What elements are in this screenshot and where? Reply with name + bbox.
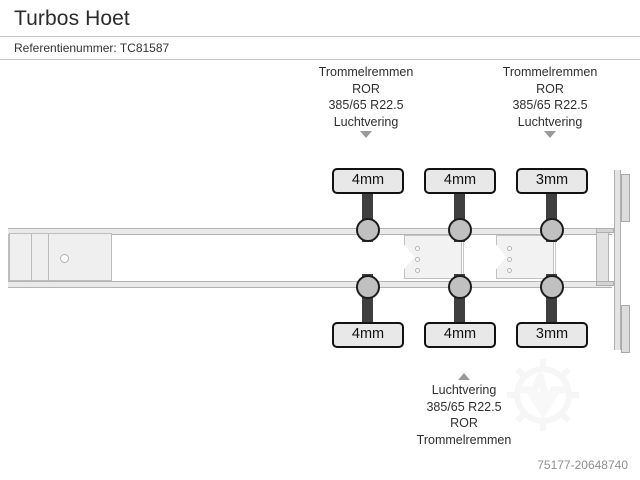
arrow-up-icon bbox=[458, 373, 470, 380]
axle-bar-upper bbox=[546, 176, 557, 242]
tread-depth-badge-bottom: 4mm bbox=[332, 322, 404, 348]
header-divider-top bbox=[0, 36, 640, 37]
wheel-hub bbox=[540, 218, 564, 242]
arrow-down-icon bbox=[544, 131, 556, 138]
callout-top-right-line3: 385/65 R22.5 bbox=[512, 98, 588, 112]
wheel-hub bbox=[448, 218, 472, 242]
callout-top-left-line2: ROR bbox=[352, 81, 380, 96]
callout-top-right-line1: Trommelremmen bbox=[502, 65, 598, 79]
wheel-hub bbox=[540, 275, 564, 299]
callout-top-left-line4: Luchtvering bbox=[333, 114, 399, 129]
suspension-holes bbox=[415, 246, 421, 279]
arrow-down-icon bbox=[360, 131, 372, 138]
suspension-hole bbox=[507, 268, 512, 273]
callout-top-left: Trommelremmen ROR 385/65 R22.5 Luchtveri… bbox=[296, 64, 436, 138]
kingpin-divider bbox=[48, 234, 49, 282]
trailer-diagram: 4mm 4mm 4mm 4mm 3mm 3mm bbox=[0, 150, 640, 370]
chassis-rail-bottom bbox=[8, 281, 612, 288]
rear-bumper-top bbox=[621, 174, 630, 222]
page-title: Turbos Hoet bbox=[14, 7, 130, 30]
chassis-rail-top bbox=[8, 228, 612, 235]
axle-bar-lower bbox=[454, 274, 465, 340]
callout-top-right: Trommelremmen ROR 385/65 R22.5 Luchtveri… bbox=[480, 64, 620, 138]
suspension-hole bbox=[415, 257, 420, 262]
kingpin-circle-icon bbox=[60, 254, 69, 263]
suspension-hole bbox=[415, 268, 420, 273]
rear-tab bbox=[596, 228, 614, 233]
suspension-hole bbox=[415, 246, 420, 251]
suspension-hole bbox=[507, 257, 512, 262]
wheel-hub bbox=[356, 218, 380, 242]
suspension-notch bbox=[434, 235, 464, 279]
header-divider-bottom bbox=[0, 59, 640, 60]
axle-bar-upper bbox=[362, 176, 373, 242]
callout-top-left-line1: Trommelremmen bbox=[318, 65, 414, 79]
reference-number: Referentienummer: TC81587 bbox=[14, 41, 170, 55]
wheel-hub bbox=[356, 275, 380, 299]
rear-post bbox=[614, 170, 621, 350]
rear-tab bbox=[596, 281, 614, 286]
kingpin-plate bbox=[9, 233, 112, 282]
listing-id: 75177-20648740 bbox=[537, 458, 628, 472]
callout-bottom-line3: ROR bbox=[450, 416, 478, 430]
tread-depth-badge-bottom: 3mm bbox=[516, 322, 588, 348]
rear-bumper-bottom bbox=[621, 305, 630, 353]
callout-top-left-line3: 385/65 R22.5 bbox=[328, 98, 404, 112]
callout-bottom-line1: Luchtvering bbox=[431, 383, 497, 397]
callout-top-right-line4: Luchtvering bbox=[517, 114, 583, 129]
callout-bottom: Luchtvering 385/65 R22.5 ROR Trommelremm… bbox=[384, 372, 544, 448]
kingpin-divider bbox=[31, 234, 32, 282]
tread-depth-badge-bottom: 4mm bbox=[424, 322, 496, 348]
tread-depth-badge-top: 4mm bbox=[424, 168, 496, 194]
axle-bar-lower bbox=[546, 274, 557, 340]
suspension-notch bbox=[526, 235, 556, 279]
callout-bottom-line2: 385/65 R22.5 bbox=[426, 399, 502, 414]
axle-bar-upper bbox=[454, 176, 465, 242]
tread-depth-badge-top: 3mm bbox=[516, 168, 588, 194]
tread-depth-badge-top: 4mm bbox=[332, 168, 404, 194]
rear-cross-member bbox=[596, 233, 609, 281]
axle-bar-lower bbox=[362, 274, 373, 340]
wheel-hub bbox=[448, 275, 472, 299]
suspension-hole bbox=[507, 246, 512, 251]
callout-top-right-line2: ROR bbox=[536, 81, 564, 96]
callout-bottom-line4: Trommelremmen bbox=[416, 432, 512, 447]
suspension-holes bbox=[507, 246, 513, 279]
